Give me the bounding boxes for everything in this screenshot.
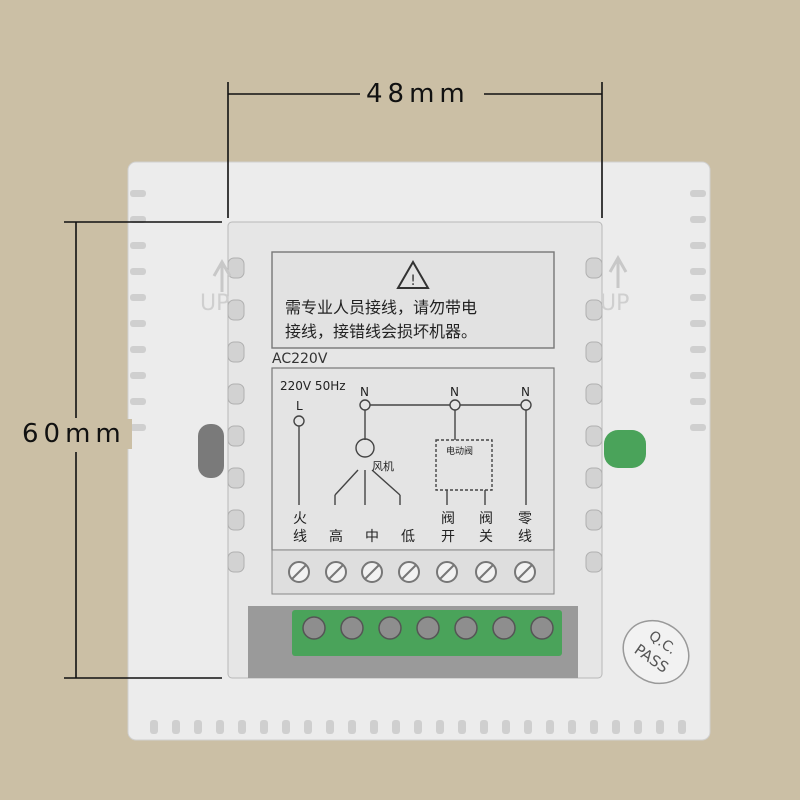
qc-pass-stamp: Q.C. PASS [622, 619, 690, 685]
left-clip [198, 424, 224, 478]
warning-exclaim: ! [410, 273, 416, 289]
screw-icons [288, 561, 536, 583]
valve-label: 电动阀 [446, 445, 473, 457]
terminal-1-top: 火 [293, 511, 307, 527]
rating-label: AC220V [272, 351, 328, 367]
fan-label: 风机 [372, 459, 394, 473]
wiring-diagram [271, 367, 555, 551]
warning-triangle-icon [396, 259, 430, 289]
terminal-1-bottom: 线 [293, 529, 307, 545]
up-mark-left: UP [200, 291, 229, 316]
terminal-6-top: 阀 [479, 511, 493, 527]
terminal-4-bottom: 低 [401, 529, 415, 545]
diagram-label-n1: N [360, 385, 369, 399]
terminal-6-bottom: 关 [479, 529, 493, 545]
terminal-7-bottom: 线 [518, 529, 532, 545]
diagram-label-l: L [296, 399, 303, 413]
warning-label [271, 251, 555, 349]
terminal-7-top: 零 [518, 511, 532, 527]
connector-screw-icons [302, 616, 554, 640]
right-clip [604, 430, 646, 468]
terminal-5-top: 阀 [441, 511, 455, 527]
dimension-lines [64, 82, 603, 679]
up-mark-right: UP [600, 291, 629, 316]
left-vents [130, 190, 146, 431]
height-dimension-label: 60mm [16, 419, 132, 449]
right-vents [690, 190, 706, 431]
up-arrow-icon [608, 254, 628, 288]
terminal-3-bottom: 中 [365, 529, 379, 545]
diagram-label-n3: N [521, 385, 530, 399]
module-notches [227, 257, 603, 573]
warning-line-1: 需专业人员接线，请勿带电 [285, 298, 477, 317]
diagram-label-n2: N [450, 385, 459, 399]
terminal-labels: 火 线 高 中 低 阀 开 阀 关 零 线 [293, 511, 532, 545]
diagram-lines [293, 399, 532, 505]
up-arrow-icon [212, 258, 232, 292]
bottom-vents [150, 720, 686, 734]
width-dimension-label: 48mm [360, 79, 476, 109]
supply-label: 220V 50Hz [280, 379, 346, 393]
terminal-2-bottom: 高 [329, 528, 343, 545]
terminal-5-bottom: 开 [441, 529, 455, 545]
warning-line-2: 接线，接错线会损坏机器。 [285, 322, 477, 341]
